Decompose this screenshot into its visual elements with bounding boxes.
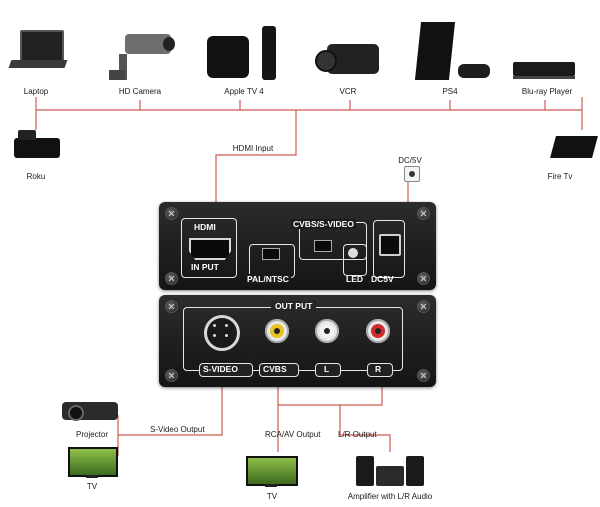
rca-av-output-label: RCA/AV Output (265, 430, 321, 439)
left-label-box (315, 363, 341, 377)
back-panel: OUT PUT S-VIDEO CVBS L R (159, 295, 436, 387)
left-label: L (324, 364, 330, 374)
roku-icon (12, 130, 64, 166)
cvbs-rca-port[interactable] (265, 319, 289, 343)
led-box (343, 244, 367, 276)
audio-left-rca-port[interactable] (315, 319, 339, 343)
dc-power-jack-icon (404, 166, 420, 182)
ps4-label: PS4 (442, 87, 458, 96)
audio-right-rca-port[interactable] (366, 319, 390, 343)
laptop-label: Laptop (23, 87, 49, 96)
pal-ntsc-switch[interactable] (262, 248, 280, 260)
pal-ntsc-label: PAL/NTSC (245, 274, 291, 284)
hd-camera-label: HD Camera (118, 87, 162, 96)
vcr-camcorder-icon (315, 38, 385, 83)
screw-icon (165, 369, 178, 382)
dc-power-port[interactable] (379, 234, 401, 256)
tv-rca-label: TV (266, 492, 278, 501)
fire-tv-label: Fire Tv (547, 172, 573, 181)
svideo-label-box (199, 363, 253, 377)
svideo-output-label: S-Video Output (150, 425, 205, 434)
projector-label: Projector (75, 430, 109, 439)
led-indicator (348, 248, 358, 258)
tv-icon (68, 447, 118, 479)
apple-tv-label: Apple TV 4 (224, 87, 264, 96)
right-label: R (375, 364, 382, 374)
svideo-port[interactable] (204, 315, 240, 351)
right-label-box (367, 363, 393, 377)
bluray-label: Blu-ray Player (521, 87, 573, 96)
amplifier-label: Amplifier with L/R Audio (347, 492, 433, 501)
hdmi-port-label: HDMI (194, 222, 216, 232)
front-panel: HDMI IN PUT PAL/NTSC CVBS/S-VIDEO LED DC… (159, 202, 436, 290)
hdmi-input-box (181, 218, 237, 278)
dc5v-box (373, 220, 405, 278)
cvbs-svideo-label: CVBS/S-VIDEO (291, 219, 356, 229)
lr-output-label: L/R Output (338, 430, 377, 439)
screw-icon (417, 272, 430, 285)
bluray-player-icon (513, 62, 578, 82)
cvbs-label: CVBS (263, 364, 287, 374)
ps4-icon (408, 22, 493, 84)
dc5v-label: DC/5V (398, 156, 422, 165)
output-label: OUT PUT (271, 301, 317, 311)
projector-icon (62, 396, 120, 424)
screw-icon (165, 272, 178, 285)
led-label: LED (346, 274, 363, 284)
screw-icon (165, 300, 178, 313)
cvbs-label-box (259, 363, 299, 377)
hdmi-input-label: HDMI Input (232, 144, 274, 153)
apple-tv-icon (207, 26, 282, 86)
input-label: IN PUT (191, 262, 219, 272)
cvbs-svideo-switch[interactable] (314, 240, 332, 252)
dc5v-port-label: DC5V (371, 274, 394, 284)
roku-label: Roku (26, 172, 46, 181)
fire-tv-icon (550, 130, 600, 164)
tv-svideo-label: TV (86, 482, 98, 491)
screw-icon (417, 369, 430, 382)
vcr-label: VCR (339, 87, 357, 96)
screw-icon (165, 207, 178, 220)
svideo-label: S-VIDEO (203, 364, 238, 374)
hd-camera-icon (105, 30, 175, 85)
speaker-amplifier-icon (356, 452, 426, 488)
laptop-icon (6, 30, 68, 80)
screw-icon (417, 207, 430, 220)
tv-icon (246, 456, 298, 488)
hdmi-port[interactable] (189, 238, 231, 260)
screw-icon (417, 300, 430, 313)
